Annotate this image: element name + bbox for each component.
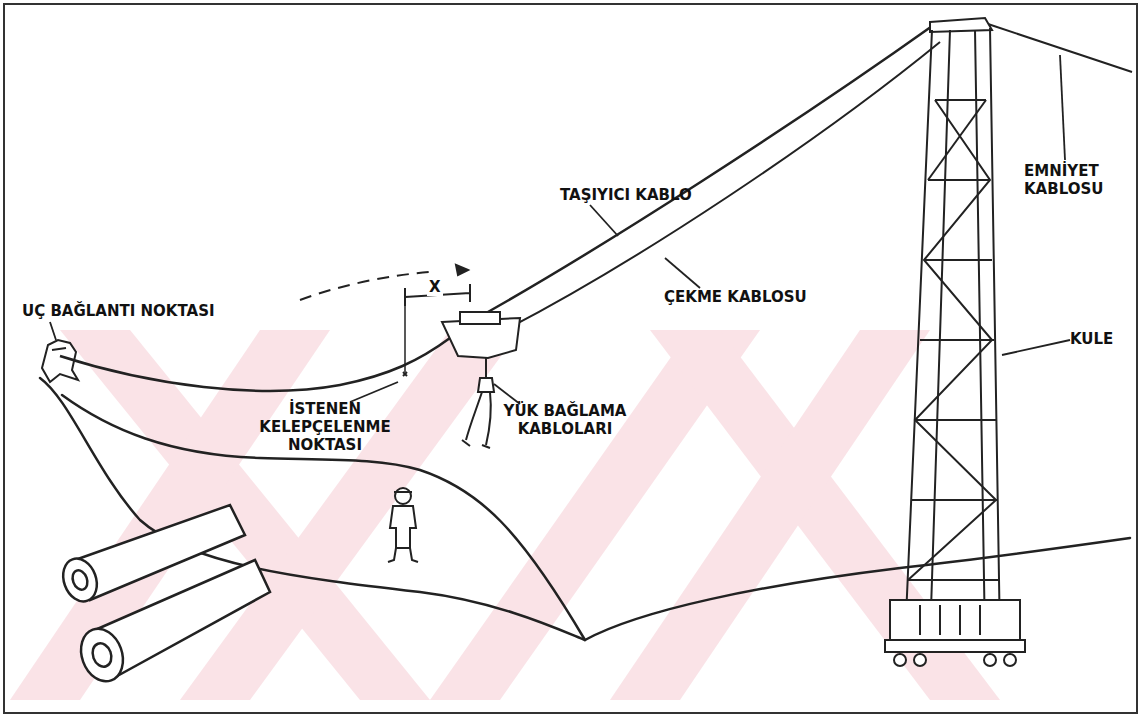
dimension-label: X (427, 278, 443, 296)
part-label: EMNİYET KABLOSU (1024, 162, 1134, 198)
carriage (442, 312, 520, 448)
part-label: UÇ BAĞLANTI NOKTASI (22, 302, 215, 320)
part-label: İSTENEN KELEPÇELENME NOKTASI (230, 400, 420, 454)
frame (4, 4, 1137, 713)
watermark-stripes (10, 330, 1000, 700)
part-label: TAŞIYICI KABLO (560, 186, 692, 204)
carrier-cable (470, 24, 935, 322)
worker (388, 488, 418, 562)
cables (60, 24, 1132, 391)
pull-cable (505, 42, 940, 330)
part-label: YÜK BAĞLAMA KABLOLARI (500, 402, 630, 438)
dimension-x (300, 265, 470, 376)
logs (57, 505, 270, 687)
part-label: ÇEKME KABLOSU (664, 288, 807, 306)
carrier-cable-lower (60, 338, 450, 391)
leader-lines (50, 55, 1070, 404)
tower (885, 18, 1025, 666)
part-label: KULE (1070, 330, 1113, 348)
